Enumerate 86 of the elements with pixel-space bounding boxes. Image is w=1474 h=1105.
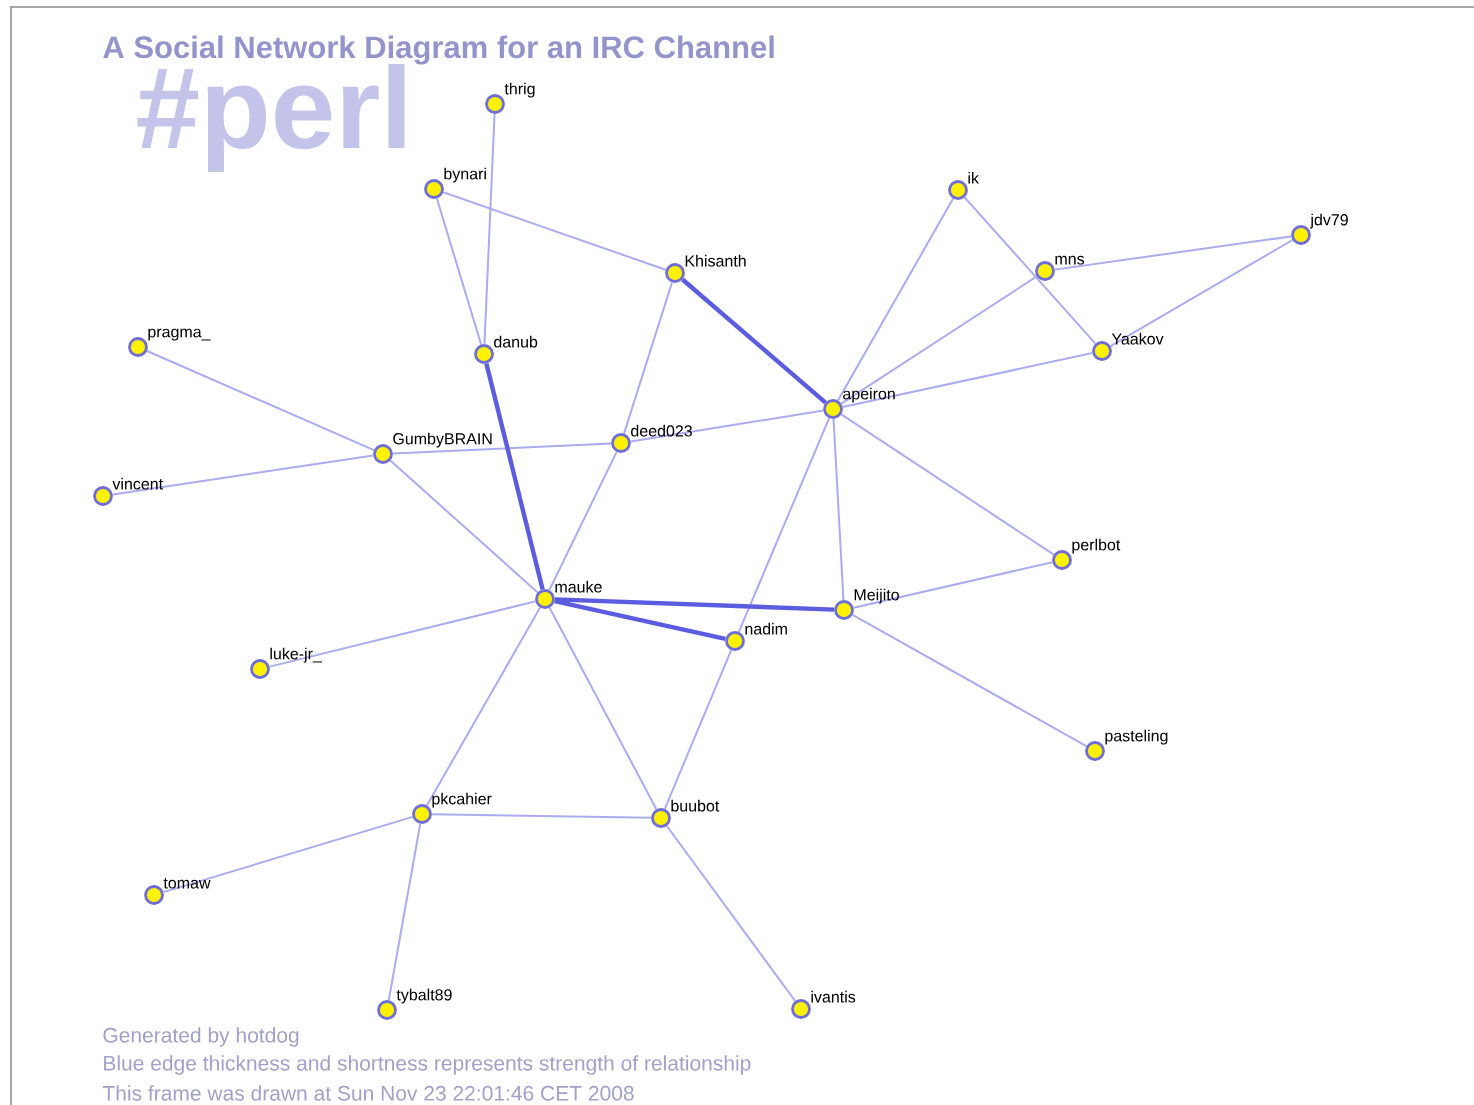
edge-line <box>548 606 658 811</box>
node-circle <box>250 659 270 679</box>
node-circle <box>535 589 555 609</box>
node-circle <box>1092 341 1112 361</box>
node-label: bynari <box>444 167 486 183</box>
footer-text: This frame was drawn at Sun Nov 23 22:01:46 CET 2008 <box>102 1085 634 1101</box>
edge-line <box>1109 239 1294 347</box>
node-label: tybalt89 <box>396 988 452 1004</box>
node-label: nadim <box>745 622 787 635</box>
edge-line <box>554 597 835 612</box>
node-label: danub <box>494 335 538 348</box>
node-label: apeiron <box>843 387 895 403</box>
node-label: Khisanth <box>685 254 746 267</box>
node-label: mauke <box>555 580 602 593</box>
node-circle <box>412 804 432 824</box>
edge-line <box>963 196 1097 345</box>
edge-line <box>836 197 955 402</box>
node-label: mns <box>1055 255 1085 265</box>
edge-line <box>430 813 653 819</box>
node-circle <box>474 344 494 364</box>
node-circle <box>651 808 671 828</box>
node-circle <box>93 486 113 506</box>
edge-line <box>435 197 483 346</box>
edge-line <box>391 442 613 455</box>
edge-line <box>832 417 845 602</box>
edge-line <box>841 352 1094 408</box>
node-label: Meijito <box>854 588 899 604</box>
edge-line <box>629 409 825 443</box>
edge-line <box>554 599 726 641</box>
node-label: luke-jr_ <box>270 647 322 663</box>
node-label: GumbyBRAIN <box>393 432 492 448</box>
node-circle <box>424 179 444 199</box>
edge-line <box>268 600 537 668</box>
node-circle <box>144 885 164 905</box>
node-label: ivantis <box>811 990 856 1003</box>
edge-line <box>146 349 375 452</box>
node-label: thrig <box>504 82 535 98</box>
node-label: pasteling <box>1105 729 1168 745</box>
node-label: jdv79 <box>1310 213 1348 229</box>
edge-line <box>663 649 733 810</box>
edge-line <box>548 450 618 592</box>
node-circle <box>834 600 854 620</box>
edge-line <box>442 191 667 271</box>
edge-line <box>681 277 827 405</box>
footer-text: Generated by hotdog <box>103 1027 299 1047</box>
edge-line <box>483 112 496 346</box>
node-label: deed023 <box>631 424 692 437</box>
node-circle <box>823 399 843 419</box>
edge-line <box>389 459 539 594</box>
title: A Social Network Diagram for an IRC Channel <box>103 35 774 65</box>
node-circle <box>128 337 148 357</box>
node-circle <box>377 1000 397 1020</box>
edge-line <box>840 413 1055 556</box>
edge-line <box>851 613 1088 748</box>
node-label: pkcahier <box>432 792 492 808</box>
node-circle <box>725 631 745 651</box>
node-label: ik <box>968 172 979 184</box>
watermark-text: #perl <box>137 63 405 173</box>
node-label: pragma_ <box>148 328 211 341</box>
node-circle <box>373 444 393 464</box>
edge-line <box>387 822 422 1002</box>
node-circle <box>1035 261 1055 281</box>
node-circle <box>1291 225 1311 245</box>
node-label: tomaw <box>163 878 211 889</box>
node-circle <box>485 94 505 114</box>
edge-line <box>840 275 1038 405</box>
node-label: Yaakov <box>1111 332 1164 345</box>
node-circle <box>665 263 685 283</box>
edge-line <box>623 281 673 435</box>
edge-line <box>852 561 1054 609</box>
node-circle <box>948 180 968 200</box>
node-circle <box>1052 550 1072 570</box>
node-label: buubot <box>671 799 720 812</box>
node-circle <box>1085 741 1105 761</box>
edge-line <box>484 363 545 590</box>
node-label: perlbot <box>1072 538 1121 554</box>
edge-line <box>737 417 831 633</box>
footer-text: Blue edge thickness and shortness represents strength of relationship <box>104 1055 751 1075</box>
node-circle <box>791 999 811 1019</box>
edge-line <box>1053 235 1293 271</box>
edge-line <box>425 606 542 807</box>
node-label: vincent <box>112 477 163 490</box>
edge-line <box>162 815 414 894</box>
edge-line <box>665 825 797 1003</box>
edge-line <box>111 454 375 496</box>
node-circle <box>611 433 631 453</box>
